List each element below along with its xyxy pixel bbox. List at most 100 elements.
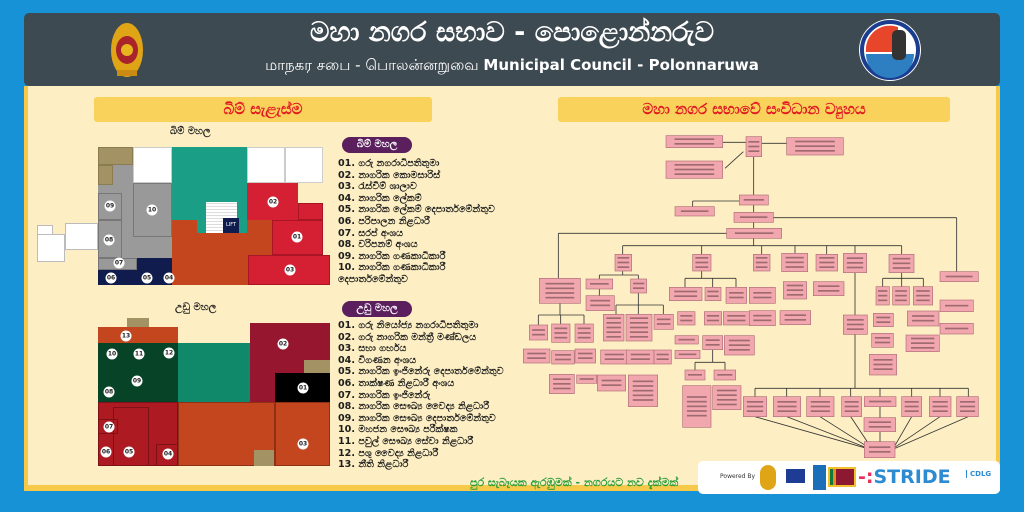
room-number: 01 (297, 382, 309, 394)
org-node-text-placeholder (846, 319, 864, 321)
org-node-text-placeholder (869, 400, 892, 403)
org-node-text-placeholder (674, 164, 715, 166)
upper-floor-title: උඩු මහල (175, 302, 217, 313)
org-chart-node (864, 441, 896, 458)
org-node-text-placeholder (705, 339, 720, 341)
page-subtitle: மாநகர சபை - பொலன்னறுவை Municipal Council… (24, 56, 1000, 76)
org-node-text-placeholder (632, 399, 654, 401)
org-chart-connector (819, 416, 871, 449)
room-number: 03 (284, 264, 296, 276)
org-node-text-placeholder (728, 339, 750, 342)
room-number: 04 (162, 448, 174, 460)
org-node-text-placeholder (545, 292, 575, 294)
room-04 (156, 444, 178, 466)
org-node-text-placeholder (819, 261, 835, 264)
legend-item: 11. පවුල් සෞඛ්‍ය සේවා නිළධාරී (338, 435, 474, 447)
org-node-text-placeholder (545, 296, 575, 299)
org-node-text-placeholder (777, 410, 797, 412)
org-node-text-placeholder (795, 140, 835, 143)
org-chart-node (674, 350, 701, 359)
page-title: මහා නගර සභාව - පොළොන්නරුව (309, 17, 715, 48)
org-node-text-placeholder (554, 332, 568, 334)
org-node-text-placeholder (932, 405, 948, 408)
org-node-text-placeholder (817, 290, 840, 292)
legend-item: 03. රැස්වීම් ශාලාව (338, 181, 417, 193)
org-chart-node (753, 253, 771, 272)
org-node-text-placeholder (728, 344, 750, 346)
org-node-text-placeholder (545, 282, 575, 285)
org-node-text-placeholder (686, 405, 707, 408)
org-node-text-placeholder (743, 199, 764, 201)
org-node-text-placeholder (945, 304, 969, 307)
legend-item: 06. පරිපාලන නිළධාරී (338, 215, 430, 227)
org-chart-node (939, 271, 979, 282)
org-chart-node (871, 333, 894, 348)
legend-item: 05. නාගරික ලේකම් දෙපාර්තමේන්තුව (338, 204, 495, 216)
org-node-text-placeholder (555, 358, 571, 361)
partner-logos: Powered By -:STRIDE CDLG (698, 461, 1000, 494)
org-node-text-placeholder (674, 143, 715, 145)
legend-item: 09. නාගරික ගණකාධිකාරී (338, 250, 446, 262)
org-node-text-placeholder (755, 266, 768, 268)
org-chart-connector (893, 416, 941, 449)
org-node-text-placeholder (734, 232, 774, 234)
org-node-text-placeholder (878, 290, 888, 292)
org-node-text-placeholder (674, 290, 698, 293)
org-node-text-placeholder (753, 292, 772, 294)
room-number: 05 (141, 272, 153, 284)
org-chart-connector (894, 416, 969, 449)
org-node-text-placeholder (577, 327, 591, 330)
org-node-text-placeholder (874, 341, 891, 344)
khaki-block (98, 165, 113, 185)
org-chart-node (956, 396, 979, 417)
org-chart-connector (892, 416, 913, 449)
org-chart-connector (754, 416, 867, 449)
org-chart-node (625, 313, 653, 342)
org-node-text-placeholder (892, 267, 911, 269)
org-node-text-placeholder (555, 354, 571, 356)
org-node-text-placeholder (695, 266, 709, 268)
org-node-text-placeholder (846, 328, 864, 330)
org-node-text-placeholder (590, 304, 611, 307)
org-node-text-placeholder (748, 150, 760, 152)
navy-rooms (98, 270, 180, 285)
org-chart-node (863, 417, 896, 432)
legend-item: 10. නාගරික ගණකාධිකාරී දෙපාර්තමේන්තුව (338, 262, 446, 285)
org-chart-connector (786, 416, 869, 449)
org-chart-node (574, 323, 594, 343)
org-node-text-placeholder (819, 266, 835, 268)
org-chart-node (539, 278, 581, 304)
powered-by-label: Powered By (720, 473, 756, 480)
org-node-text-placeholder (554, 336, 568, 339)
org-chart-node (815, 253, 838, 272)
org-node-text-placeholder (895, 290, 907, 292)
org-chart-node (704, 287, 722, 301)
org-chart-node (603, 313, 625, 342)
white-room (285, 147, 323, 183)
room-number: 01 (291, 231, 303, 243)
org-node-text-placeholder (755, 257, 768, 259)
org-node-text-placeholder (876, 316, 891, 319)
org-node-text-placeholder (785, 256, 804, 259)
org-chart-node (725, 287, 747, 304)
stride-logo: -:STRIDE (858, 466, 951, 488)
org-chart-node (723, 335, 755, 356)
org-node-text-placeholder (817, 285, 840, 287)
org-chart-node (704, 311, 722, 326)
legend-item: 02. ගරු නාගරික මන්ත්‍රී මණ්ඩලය (338, 331, 477, 343)
legend-item: 12. පශු වෛද්‍ය නිළධාරී (338, 447, 439, 459)
org-node-text-placeholder (786, 289, 804, 291)
ground-floor-title: බිම් මහල (170, 126, 211, 137)
org-node-text-placeholder (578, 352, 593, 355)
org-node-text-placeholder (785, 266, 804, 268)
stride-label: STRIDE (873, 466, 951, 488)
room-number: 08 (103, 234, 115, 246)
org-chart-node (875, 286, 890, 306)
org-node-text-placeholder (727, 319, 746, 322)
org-node-text-placeholder (911, 347, 935, 349)
org-node-text-placeholder (748, 145, 760, 148)
navy-rooms (137, 258, 180, 270)
org-chart-node (585, 278, 613, 290)
ground-legend-title: බිම් මහල (342, 137, 412, 153)
org-node-text-placeholder (753, 319, 772, 322)
